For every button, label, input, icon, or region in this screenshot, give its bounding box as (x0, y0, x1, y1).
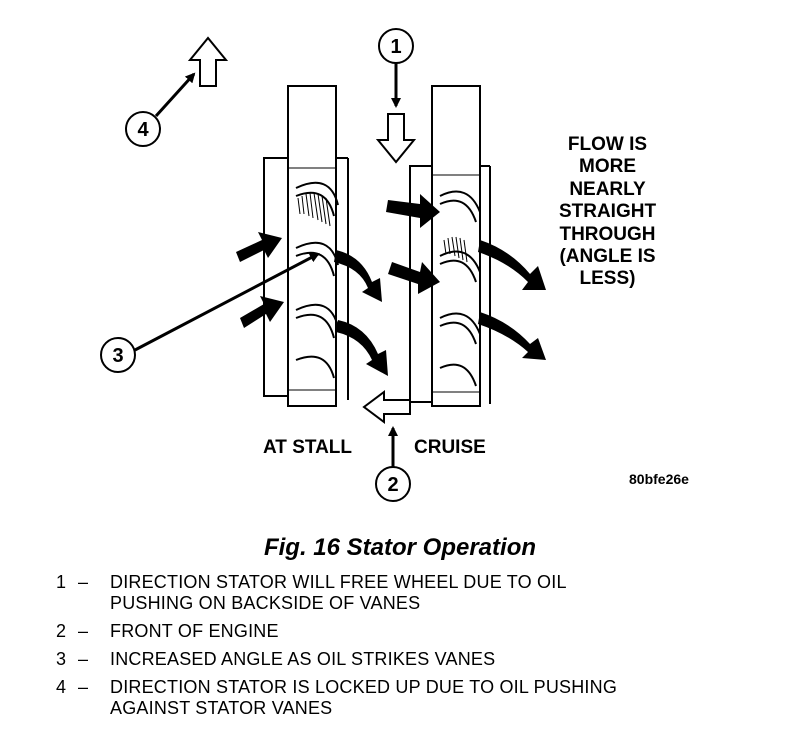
legend-text: INCREASED ANGLE AS OIL STRIKES VANES (110, 649, 786, 670)
image-code: 80bfe26e (629, 471, 689, 487)
svg-text:2: 2 (387, 474, 398, 496)
stall-flow-arrows (236, 232, 388, 376)
figure-caption: Fig. 16 Stator Operation (263, 534, 537, 561)
legend-text: DIRECTION STATOR IS LOCKED UP DUE TO OIL… (110, 677, 786, 719)
legend-number: 2 (56, 621, 67, 641)
legend-dash: – (78, 677, 89, 697)
legend-text-line: FRONT OF ENGINE (110, 621, 279, 641)
legend-dash: – (78, 649, 89, 669)
stall-stator (263, 85, 349, 407)
svg-text:1: 1 (390, 36, 401, 58)
legend-text-line: DIRECTION STATOR WILL FREE WHEEL DUE TO … (110, 572, 567, 592)
flow-note-line: STRAIGHT (558, 201, 657, 223)
legend-text-line: DIRECTION STATOR IS LOCKED UP DUE TO OIL… (110, 677, 618, 697)
legend-text: DIRECTION STATOR WILL FREE WHEEL DUE TO … (110, 572, 786, 614)
legend-dash: – (78, 621, 89, 641)
cruise-vane-hatch (443, 236, 468, 263)
callout-1: 1 (378, 28, 414, 108)
cruise-stator (409, 85, 491, 407)
at-stall-label: AT STALL (263, 437, 352, 458)
legend-text: FRONT OF ENGINE (110, 621, 786, 642)
legend-item: 4 – DIRECTION STATOR IS LOCKED UP DUE TO… (56, 677, 786, 719)
stall-vane-hatch (297, 192, 331, 227)
flow-note-line: (ANGLE IS (559, 246, 656, 268)
svg-text:4: 4 (137, 119, 149, 141)
legend-number: 3 (56, 649, 67, 669)
legend-text-line: PUSHING ON BACKSIDE OF VANES (110, 593, 421, 613)
callout-4: 4 (125, 72, 196, 147)
svg-text:3: 3 (112, 345, 123, 367)
legend-item: 2 – FRONT OF ENGINE (56, 621, 786, 642)
legend-item: 3 – INCREASED ANGLE AS OIL STRIKES VANES (56, 649, 786, 670)
flow-note-line: MORE (579, 156, 636, 178)
legend-text-line: AGAINST STATOR VANES (110, 698, 333, 718)
flow-note-line: FLOW IS (567, 134, 648, 155)
flow-note-line: LESS) (579, 268, 636, 290)
legend-number: 1 (56, 572, 67, 592)
cruise-flow-arrows (386, 194, 546, 360)
callout-2: 2 (375, 426, 411, 502)
lockup-direction-arrow (187, 36, 229, 87)
freewheel-direction-arrow (375, 113, 417, 164)
flow-note-line: THROUGH (559, 223, 656, 245)
stator-diagram: 1 2 3 4 (100, 28, 546, 502)
legend-item: 1 – DIRECTION STATOR WILL FREE WHEEL DUE… (56, 572, 786, 614)
legend-number: 4 (56, 677, 67, 697)
legend: 1 – DIRECTION STATOR WILL FREE WHEEL DUE… (56, 572, 786, 726)
callout-3: 3 (100, 252, 320, 373)
flow-note: FLOW IS MORE NEARLY STRAIGHT THROUGH (AN… (520, 134, 695, 291)
cruise-label: CRUISE (414, 437, 486, 458)
flow-note-line: NEARLY (569, 178, 646, 200)
legend-text-line: INCREASED ANGLE AS OIL STRIKES VANES (110, 649, 496, 669)
legend-dash: – (78, 572, 89, 592)
front-of-engine-arrow (362, 390, 411, 424)
